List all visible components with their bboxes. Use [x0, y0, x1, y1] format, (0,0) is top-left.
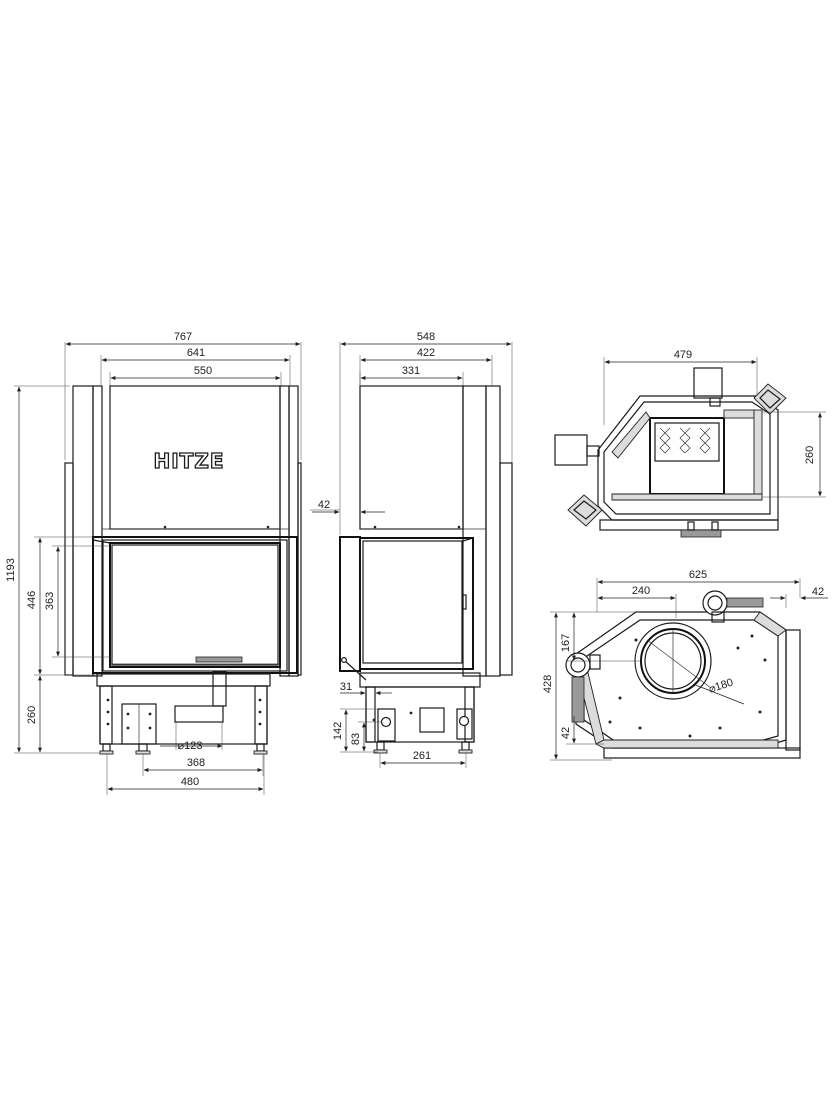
- dim-bottom-depth-total: 428: [542, 675, 554, 693]
- side-view: 548 422 331: [310, 331, 513, 768]
- hitze-logo: HITZE: [154, 449, 225, 473]
- dim-front-glass-inner: 363: [44, 592, 56, 610]
- dim-front-leg-inner: 368: [187, 757, 205, 769]
- dim-side-body-depth: 422: [417, 347, 435, 359]
- dim-front-overall-height: 1193: [5, 558, 17, 582]
- dim-bottom-side-offset: 42: [812, 586, 824, 598]
- dim-top-depth: 260: [804, 446, 816, 464]
- dim-front-door-width: 550: [194, 365, 212, 377]
- dim-top-width: 479: [674, 349, 692, 361]
- dim-bottom-flue-center: 167: [560, 634, 572, 652]
- dim-front-overall-width: 767: [174, 331, 192, 343]
- dim-side-inlet-center: 83: [350, 733, 362, 745]
- dim-front-base-height: 260: [26, 706, 38, 724]
- dim-bottom-flue-diameter: ⌀180: [707, 677, 734, 696]
- dim-side-door-depth: 331: [402, 365, 420, 377]
- dim-side-overall-depth: 548: [417, 331, 435, 343]
- grate-pattern: [659, 427, 711, 454]
- bottom-plan-view: 625 240 42 ⌀180: [542, 569, 828, 761]
- dim-side-offset: 42: [318, 499, 330, 511]
- dim-front-glass-outer: 446: [26, 591, 38, 609]
- front-view: 767 641 550 HITZE: [5, 331, 302, 795]
- dim-front-leg-outer: 480: [181, 776, 199, 788]
- dim-bottom-flue-offset: 240: [632, 585, 650, 597]
- dim-front-body-width: 641: [187, 347, 205, 359]
- dim-side-leg-spacing: 261: [413, 750, 431, 762]
- dim-front-inlet-diameter: ⌀123: [178, 740, 203, 752]
- dim-side-handle-offset: 31: [340, 681, 352, 693]
- dim-bottom-width: 625: [689, 569, 707, 581]
- dim-bottom-front-offset: 42: [560, 727, 572, 739]
- dim-side-inlet-height: 142: [332, 722, 344, 740]
- top-plan-view: 479: [554, 349, 826, 538]
